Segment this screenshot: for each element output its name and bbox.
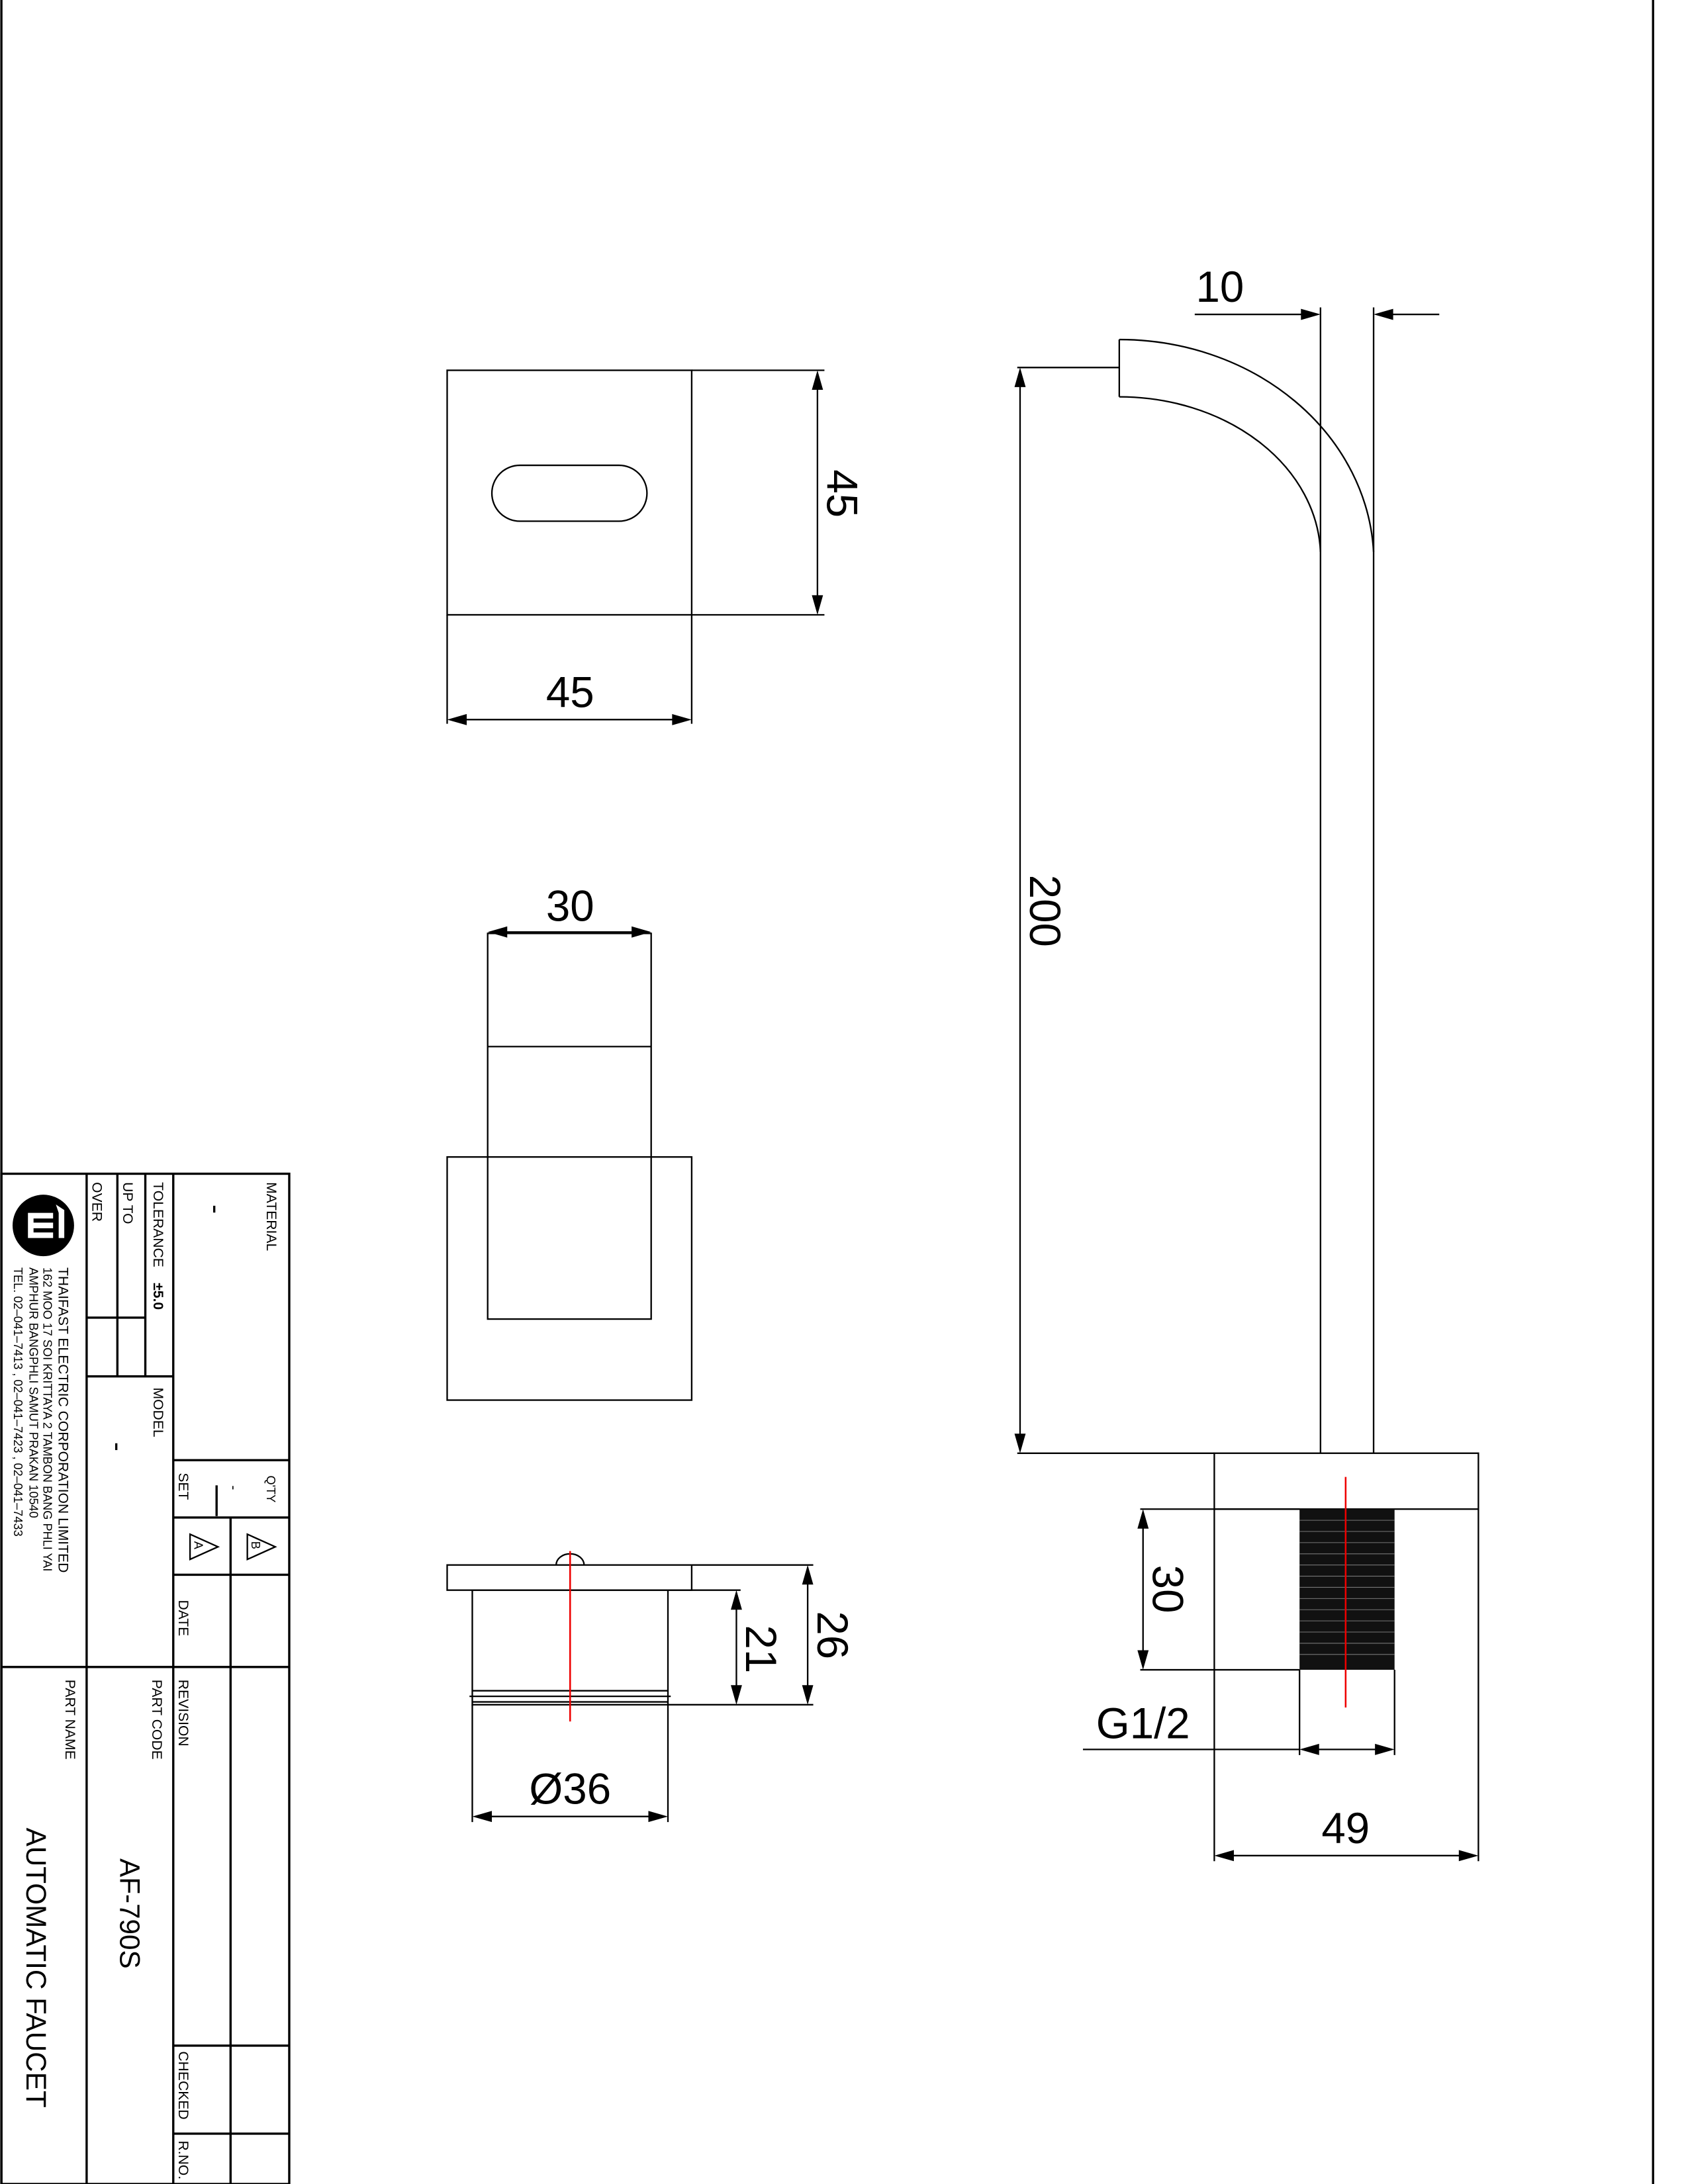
dim-base-diameter: Ø36 [529,1765,611,1813]
title-block: MATERIAL - TOLERANCE ±5.0 UP TO OVER MOD… [0,1172,291,2184]
svg-text:B: B [249,1541,262,1549]
dim-thread-spec: G1/2 [1096,1699,1190,1747]
tolerance-value: ±5.0 [150,1283,165,1310]
up-to-label: UP TO [120,1182,135,1224]
part-name-value: AUTOMATIC FAUCET [21,1828,52,2108]
revision-triangle-a: A [189,1533,220,1561]
dim-top-width: 45 [546,668,594,716]
dim-front-width: 30 [546,882,594,930]
company-logo [12,1195,74,1257]
dim-spout-tube: 10 [1196,263,1244,311]
company-phone: TEL. 02–041–7413 , 02–041–7423 , 02–041–… [11,1267,24,1537]
base-view: 21 26 Ø36 [446,1551,857,1823]
model-value: - [103,1442,134,1451]
model-label: MODEL [150,1388,165,1437]
dim-base-width: 49 [1321,1804,1370,1852]
sensor-slot [491,464,648,522]
rno-label: R.NO. [175,2141,191,2180]
tolerance-label: TOLERANCE [150,1182,165,1267]
revision-label: REVISION [175,1680,191,1747]
part-code-value: AF-790S [115,1858,146,1969]
dim-spout-height: 200 [1021,875,1069,947]
qty-unit: SET [175,1473,191,1500]
revision-triangle-b: B [246,1533,277,1561]
date-label: DATE [175,1600,191,1636]
front-view: 30 [446,882,693,1401]
dim-base-total-height: 26 [808,1611,857,1659]
spout-view: 10 200 30 G1/2 49 [1014,263,1479,1862]
company-name: THAIFAST ELECTRIC CORPORATION LIMITED [56,1267,71,1572]
top-view: 45 45 [446,369,867,725]
dim-base-body-height: 21 [737,1625,785,1673]
svg-text:A: A [191,1541,205,1550]
page-border [0,0,1654,2184]
dim-thread-length: 30 [1144,1565,1192,1614]
part-name-label: PART NAME [62,1680,77,1760]
over-label: OVER [89,1182,104,1222]
part-code-label: PART CODE [149,1680,164,1760]
thread [1299,1509,1395,1670]
qty-value: - [226,1485,241,1490]
material-label: MATERIAL [263,1182,279,1251]
dim-top-depth: 45 [818,469,867,518]
checked-label: CHECKED [175,2051,191,2119]
company-address-2: AMPHUR BANGPHLI SAMUT PRAKAN 10540 [26,1267,40,1518]
material-value: - [201,1205,232,1214]
qty-label: Q'TY [264,1476,277,1503]
company-address-1: 162 MOO 17 SOI KRITTAYA 2 TAMBON BANG PH… [40,1267,54,1571]
